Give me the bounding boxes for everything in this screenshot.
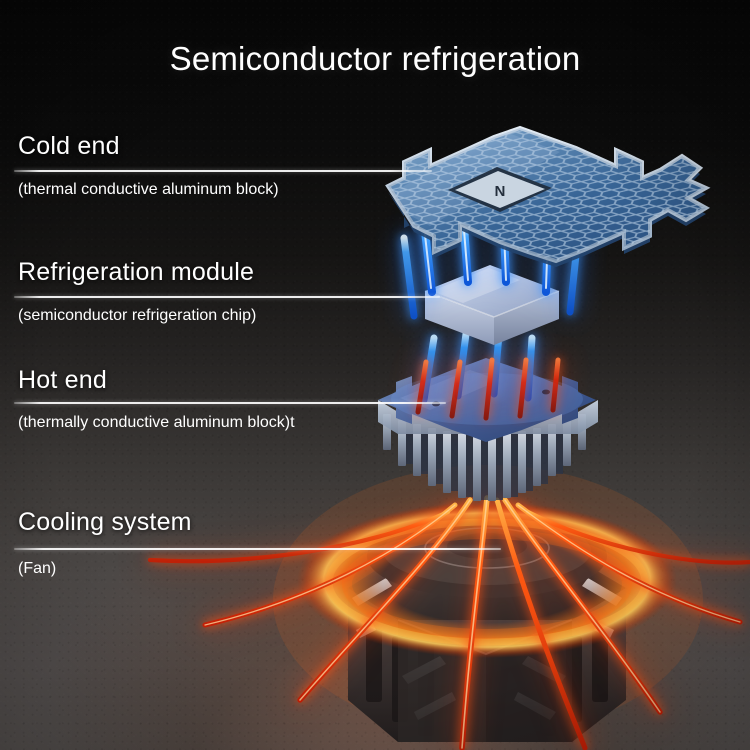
- leader-line-cooling-system: [14, 548, 501, 550]
- label-hot-end: Hot end: [18, 366, 107, 395]
- label-hot-end-heading: Hot end: [18, 366, 107, 394]
- page-title: Semiconductor refrigeration: [169, 40, 581, 77]
- label-cold-end: Cold end: [18, 132, 120, 161]
- leader-line-cold-end: [14, 170, 432, 172]
- label-cold-end-heading: Cold end: [18, 132, 120, 160]
- label-refrigeration-module-subtitle: (semiconductor refrigeration chip): [18, 307, 257, 324]
- label-cold-end-subtitle: (thermal conductive aluminum block): [18, 181, 279, 198]
- label-refrigeration-module-heading: Refrigeration module: [18, 258, 255, 286]
- label-hot-end-subtitle: (thermally conductive aluminum block)t: [18, 414, 295, 431]
- label-cooling-system: Cooling system: [18, 508, 192, 537]
- label-refrigeration-module: Refrigeration module: [18, 258, 254, 287]
- label-cooling-system-heading: Cooling system: [18, 508, 192, 536]
- label-cooling-system-subtitle: (Fan): [18, 560, 57, 577]
- leader-line-hot-end: [14, 402, 446, 404]
- leader-line-refrigeration-module: [14, 296, 440, 298]
